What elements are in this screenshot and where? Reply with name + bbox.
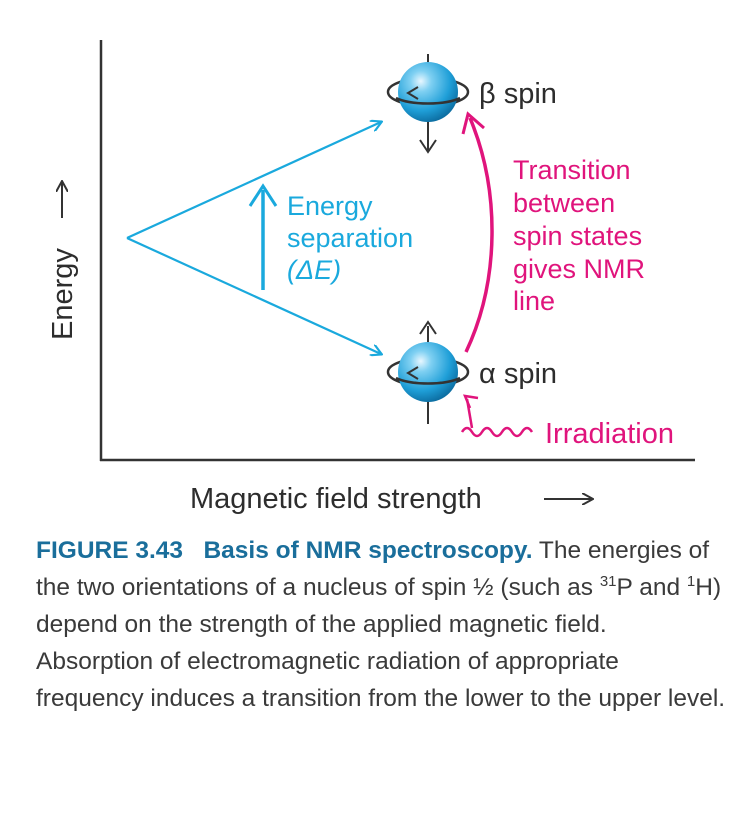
nmr-diagram: Energy Magnetic field strength Energy se…	[47, 40, 695, 515]
caption-text-3: H) depend on the strength of the applied…	[36, 574, 726, 712]
figure-title: Basis of NMR spectroscopy.	[203, 537, 533, 564]
transition-line-2: between	[513, 188, 615, 218]
caption-text-2: P and	[616, 574, 687, 601]
irradiation-label: Irradiation	[545, 418, 674, 450]
alpha-spin-nucleus	[386, 320, 470, 424]
figure-caption: FIGURE 3.43 Basis of NMR spectroscopy. T…	[36, 532, 726, 717]
y-axis-label: Energy	[47, 248, 79, 340]
caption-sup-1: 31	[599, 572, 617, 590]
energy-separation-line-1: Energy	[287, 191, 373, 221]
x-axis-label: Magnetic field strength	[190, 483, 482, 515]
transition-line-4: gives NMR	[513, 254, 645, 284]
energy-separation-line-3: (ΔE)	[287, 255, 341, 285]
alpha-spin-label: α spin	[479, 358, 557, 390]
irradiation-wave	[460, 426, 534, 438]
transition-arrow	[464, 117, 494, 353]
caption-sup-2: 1	[686, 572, 696, 590]
figure-number: FIGURE 3.43	[36, 537, 184, 564]
beta-spin-label: β spin	[479, 78, 557, 110]
transition-line-5: line	[513, 286, 555, 316]
transition-line-3: spin states	[513, 221, 642, 251]
transition-line-1: Transition	[513, 155, 631, 185]
upper-level-line	[126, 122, 381, 240]
caption-text-1: The energies of the two orientations of …	[36, 537, 710, 601]
irradiation-arrow-link	[465, 398, 474, 429]
lower-level-line	[126, 236, 381, 354]
beta-spin-nucleus	[386, 54, 470, 154]
transition-arrowhead	[461, 111, 485, 135]
y-axis-label-group: Energy	[47, 182, 79, 340]
energy-separation-line-2: separation	[287, 223, 413, 253]
energy-separation-arrowhead	[248, 183, 278, 207]
